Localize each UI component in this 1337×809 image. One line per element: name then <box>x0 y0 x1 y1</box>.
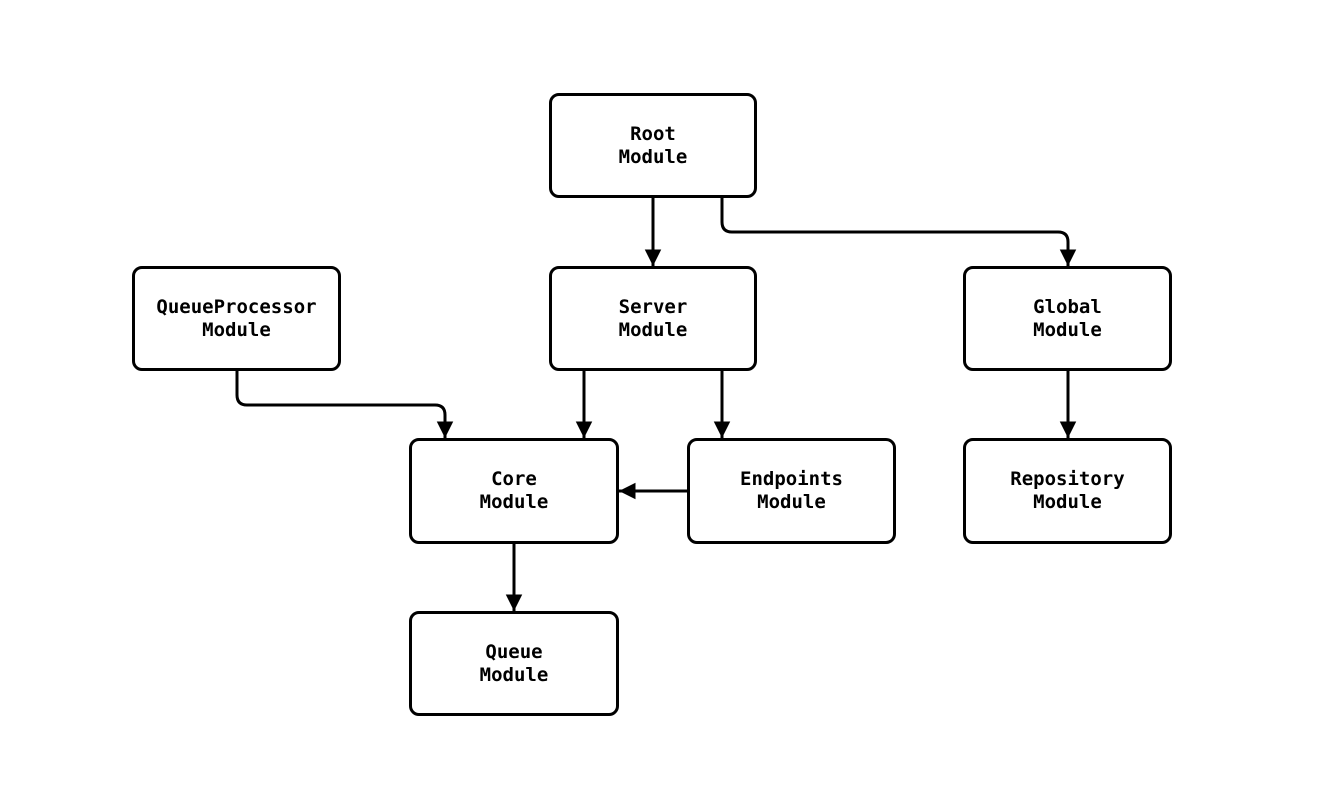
node-queue-module: Queue Module <box>409 611 619 716</box>
node-endpoints-module: Endpoints Module <box>687 438 896 544</box>
edge-root-to-global <box>720 198 1077 266</box>
node-server-module-label: Server Module <box>618 295 688 341</box>
node-core-module-label: Core Module <box>479 468 549 513</box>
edge-queueprocessor-to-core <box>235 371 454 438</box>
node-server-module: Server Module <box>549 266 757 371</box>
node-queueprocessor-module: QueueProcessor Module <box>132 266 341 371</box>
node-root-module-label: Root Module <box>618 122 688 168</box>
node-endpoints-module-label: Endpoints Module <box>740 468 843 513</box>
node-repository-module: Repository Module <box>963 438 1172 544</box>
node-core-module: Core Module <box>409 438 619 544</box>
node-repository-module-label: Repository Module <box>1010 468 1125 513</box>
node-queueprocessor-module-label: QueueProcessor Module <box>156 295 317 341</box>
node-queue-module-label: Queue Module <box>479 640 549 686</box>
node-global-module-label: Global Module <box>1033 295 1102 341</box>
node-root-module: Root Module <box>549 93 757 198</box>
node-global-module: Global Module <box>963 266 1172 371</box>
